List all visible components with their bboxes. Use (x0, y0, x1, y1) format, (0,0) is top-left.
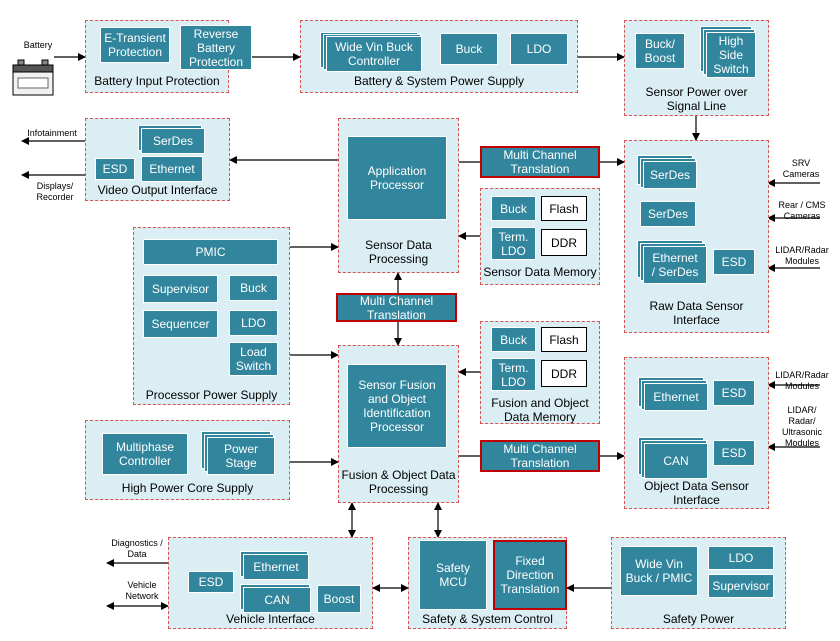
lidar-radar-ultrasonic-label: LIDAR/ Radar/ Ultrasonic Modules (781, 405, 822, 448)
load-switch: Load Switch (229, 342, 278, 376)
infotainment-label: Infotainment (27, 128, 77, 138)
safety-ldo: LDO (708, 546, 774, 570)
video-ethernet: Ethernet (141, 156, 203, 182)
application-processor: Application Processor (347, 136, 447, 220)
diagnostics-label: Diagnostics / Data (111, 538, 163, 559)
displays-label: Displays/ Recorder (36, 181, 74, 202)
vehicle-boost: Boost (317, 585, 361, 613)
fusion-mem-flash: Flash (541, 327, 587, 352)
multi-channel-translation-1: Multi Channel Translation (480, 146, 600, 178)
vehicle-network-label: Vehicle Network (125, 580, 159, 601)
fusion-mem-buck: Buck (491, 327, 536, 352)
high-side-switch: High Side Switch (706, 32, 756, 78)
sensor-mem-flash: Flash (541, 196, 587, 221)
safety-control-label: Safety & System Control (422, 612, 553, 626)
lidar-radar-label-2: LIDAR/Radar Modules (775, 370, 829, 391)
battery-icon (12, 59, 54, 96)
sequencer: Sequencer (143, 310, 218, 338)
system-ldo: LDO (510, 33, 568, 65)
lidar-radar-label-1: LIDAR/Radar Modules (775, 245, 829, 266)
wide-vin-buck-controller: Wide Vin Buck Controller (326, 36, 422, 72)
multiphase-controller: Multiphase Controller (102, 433, 188, 475)
fusion-processing-label: Fusion & Object Data Processing (341, 468, 456, 496)
raw-ethernet-serdes: Ethernet / SerDes (643, 246, 707, 284)
sensor-power-label: Sensor Power over Signal Line (645, 85, 748, 113)
sensor-mem-term-ldo: Term. LDO (491, 227, 536, 260)
sensor-mem-ddr: DDR (541, 229, 587, 256)
battery-input-label: Battery Input Protection (94, 74, 220, 88)
vehicle-ethernet: Ethernet (243, 554, 309, 580)
sensor-mem-buck: Buck (491, 196, 536, 221)
pmic: PMIC (143, 239, 278, 265)
power-stage: Power Stage (207, 437, 275, 475)
object-esd-1: ESD (713, 380, 755, 406)
video-serdes: SerDes (141, 128, 205, 154)
object-ethernet: Ethernet (644, 383, 708, 411)
video-output-label: Video Output Interface (97, 183, 218, 197)
buck-boost: Buck/ Boost (635, 33, 685, 69)
fusion-mem-ddr: DDR (541, 360, 587, 387)
vehicle-can: CAN (243, 587, 311, 613)
raw-serdes-2: SerDes (640, 201, 696, 227)
fixed-direction-translation: Fixed Direction Translation (493, 540, 567, 610)
proc-buck: Buck (229, 275, 278, 301)
object-esd-2: ESD (713, 440, 755, 466)
proc-ldo: LDO (229, 310, 278, 336)
core-supply-label: High Power Core Supply (121, 481, 254, 495)
raw-esd: ESD (713, 249, 755, 275)
safety-power-label: Safety Power (662, 612, 735, 626)
object-can: CAN (644, 443, 708, 479)
sensor-fusion-processor: Sensor Fusion and Object Identification … (347, 364, 447, 448)
rear-cms-label: Rear / CMS Cameras (778, 200, 826, 221)
raw-serdes-1: SerDes (643, 161, 697, 189)
multi-channel-translation-3: Multi Channel Translation (480, 440, 600, 472)
processor-power-label: Processor Power Supply (145, 388, 278, 402)
system-power-label: Battery & System Power Supply (353, 74, 525, 88)
multi-channel-translation-2: Multi Channel Translation (336, 293, 457, 322)
sensor-data-processing-label: Sensor Data Processing (365, 238, 432, 266)
sensor-data-memory-label: Sensor Data Memory (483, 265, 597, 279)
reverse-battery-protection: Reverse Battery Protection (180, 25, 252, 70)
e-transient-protection: E-Transient Protection (100, 27, 170, 63)
fusion-memory-label: Fusion and Object Data Memory (491, 396, 589, 424)
vehicle-interface-label: Vehicle Interface (226, 612, 315, 626)
vehicle-esd: ESD (188, 571, 234, 593)
safety-wide-vin-buck-pmic: Wide Vin Buck / PMIC (620, 546, 698, 596)
raw-data-sensor-label: Raw Data Sensor Interface (649, 299, 744, 327)
system-buck: Buck (440, 33, 498, 65)
battery-label: Battery (23, 40, 53, 50)
safety-mcu: Safety MCU (419, 540, 487, 610)
srv-cameras-label: SRV Cameras (782, 158, 820, 179)
video-esd: ESD (95, 158, 135, 180)
object-data-sensor-label: Object Data Sensor Interface (644, 479, 749, 507)
fusion-mem-term-ldo: Term. LDO (491, 358, 536, 391)
supervisor: Supervisor (143, 275, 218, 303)
safety-supervisor: Supervisor (708, 574, 774, 598)
